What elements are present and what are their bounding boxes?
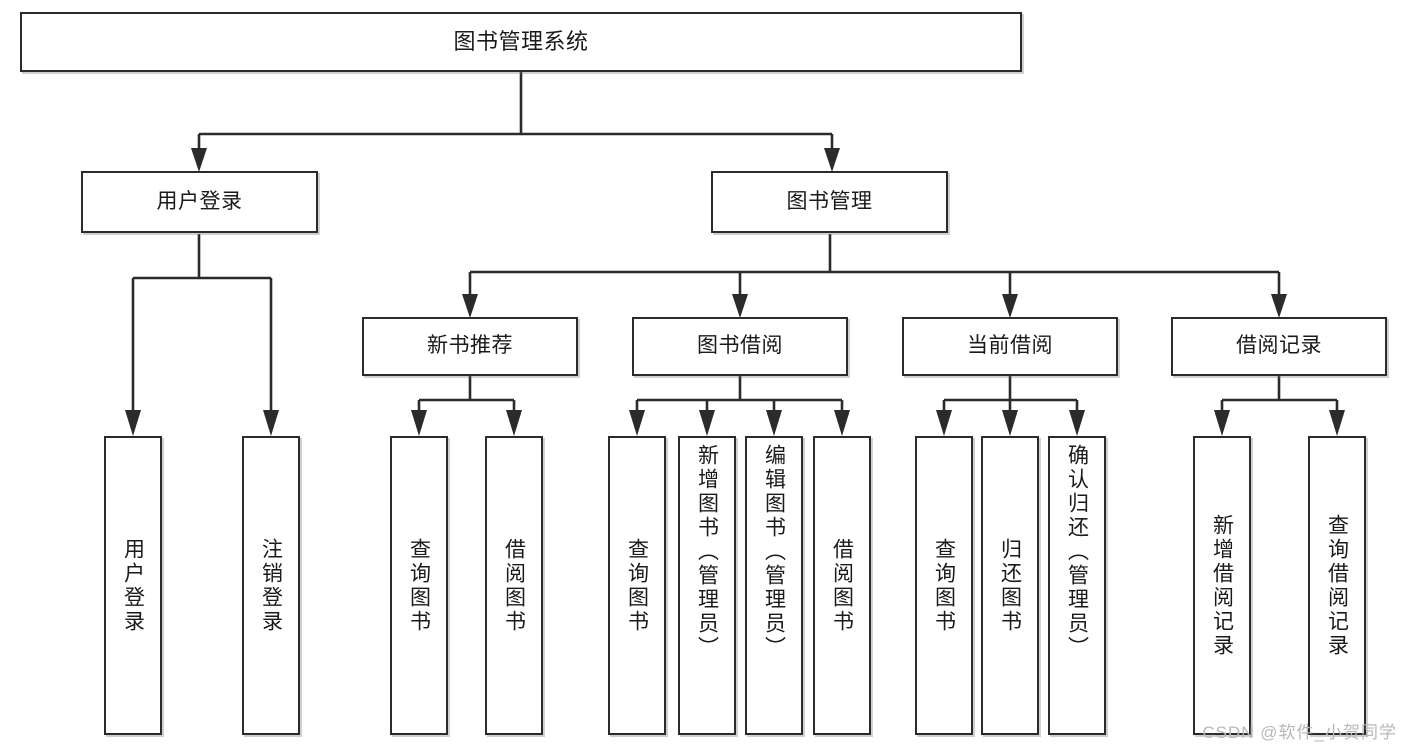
arrowhead-leaf-query-book-1 — [411, 410, 427, 436]
node-leaf-add-book-label: 新增图书（管理员） — [695, 444, 719, 660]
node-user-login[interactable]: 用户登录 — [81, 171, 318, 233]
node-leaf-add-record-label: 新增借阅记录 — [1210, 513, 1234, 658]
arrowhead-new-book-recommend — [462, 294, 478, 318]
node-leaf-borrow-book-1[interactable]: 借阅图书 — [485, 436, 543, 735]
arrowhead-leaf-user-logout — [263, 410, 279, 436]
arrowhead-current-borrow — [1002, 294, 1018, 318]
arrowhead-leaf-edit-book — [766, 410, 782, 436]
node-leaf-query-book-3-label: 查询图书 — [932, 537, 956, 634]
node-leaf-edit-book-label: 编辑图书（管理员） — [762, 444, 786, 660]
node-root[interactable]: 图书管理系统 — [20, 12, 1022, 72]
arrowhead-book-manage — [824, 148, 840, 172]
arrowhead-leaf-add-record — [1214, 410, 1230, 436]
arrowhead-borrow-record — [1271, 294, 1287, 318]
node-new-book-recommend[interactable]: 新书推荐 — [362, 317, 578, 376]
arrowheads — [125, 148, 1345, 436]
node-leaf-query-book-2-label: 查询图书 — [625, 537, 649, 634]
node-book-manage-label: 图书管理 — [786, 189, 873, 213]
node-borrow-record-label: 借阅记录 — [1236, 334, 1322, 358]
node-leaf-query-record[interactable]: 查询借阅记录 — [1308, 436, 1366, 735]
node-leaf-query-book-2[interactable]: 查询图书 — [608, 436, 666, 735]
node-book-manage[interactable]: 图书管理 — [711, 171, 948, 233]
node-leaf-confirm-return-label: 确认归还（管理员） — [1065, 444, 1089, 660]
arrowhead-leaf-borrow-book-1 — [506, 410, 522, 436]
node-leaf-return-book[interactable]: 归还图书 — [981, 436, 1039, 735]
node-book-borrow-label: 图书借阅 — [697, 334, 783, 358]
arrowhead-book-borrow — [732, 294, 748, 318]
arrowhead-leaf-borrow-book-2 — [834, 410, 850, 436]
node-leaf-return-book-label: 归还图书 — [998, 537, 1022, 634]
arrowhead-leaf-user-login — [125, 410, 141, 436]
watermark: CSDN @软件_小贺同学 — [1202, 723, 1397, 742]
node-current-borrow-label: 当前借阅 — [967, 334, 1053, 358]
arrowhead-user-login — [191, 148, 207, 172]
node-leaf-query-book-1-label: 查询图书 — [407, 537, 431, 634]
arrowhead-leaf-return-book — [1002, 410, 1018, 436]
node-borrow-record[interactable]: 借阅记录 — [1171, 317, 1387, 376]
node-leaf-user-logout-label: 注销登录 — [259, 537, 283, 634]
node-leaf-confirm-return[interactable]: 确认归还（管理员） — [1048, 436, 1106, 735]
node-leaf-query-book-1[interactable]: 查询图书 — [390, 436, 448, 735]
node-leaf-borrow-book-2[interactable]: 借阅图书 — [813, 436, 871, 735]
node-leaf-query-book-3[interactable]: 查询图书 — [915, 436, 973, 735]
node-new-book-recommend-label: 新书推荐 — [427, 334, 513, 358]
node-leaf-user-login-label: 用户登录 — [121, 537, 145, 634]
arrowhead-leaf-query-record — [1329, 410, 1345, 436]
node-leaf-add-record[interactable]: 新增借阅记录 — [1193, 436, 1251, 735]
node-user-login-label: 用户登录 — [156, 189, 243, 213]
node-root-label: 图书管理系统 — [453, 29, 589, 55]
arrowhead-leaf-add-book — [699, 410, 715, 436]
arrowhead-leaf-confirm-return — [1069, 410, 1085, 436]
node-leaf-user-logout[interactable]: 注销登录 — [242, 436, 300, 735]
arrowhead-leaf-query-book-3 — [936, 410, 952, 436]
arrowhead-leaf-query-book-2 — [629, 410, 645, 436]
node-leaf-borrow-book-2-label: 借阅图书 — [830, 537, 854, 634]
node-leaf-edit-book[interactable]: 编辑图书（管理员） — [745, 436, 803, 735]
node-leaf-query-record-label: 查询借阅记录 — [1325, 513, 1349, 658]
node-leaf-add-book[interactable]: 新增图书（管理员） — [678, 436, 736, 735]
node-current-borrow[interactable]: 当前借阅 — [902, 317, 1118, 376]
node-leaf-user-login[interactable]: 用户登录 — [104, 436, 162, 735]
node-book-borrow[interactable]: 图书借阅 — [632, 317, 848, 376]
node-leaf-borrow-book-1-label: 借阅图书 — [502, 537, 526, 634]
